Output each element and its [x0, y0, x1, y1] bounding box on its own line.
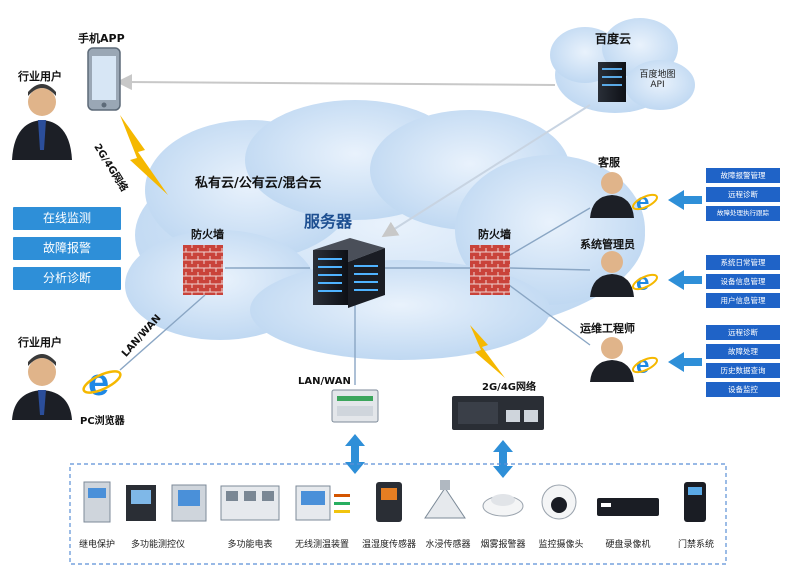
user-avatar	[590, 251, 634, 297]
baidu-server-icon	[598, 62, 626, 102]
arrow-left-icon	[668, 190, 702, 372]
browser-icon: e	[82, 362, 122, 404]
user-avatar	[12, 354, 72, 420]
role-tag[interactable]: 故障报警管理	[706, 168, 780, 183]
browser-icon: e	[632, 189, 658, 216]
feature-button-alarm[interactable]: 故障报警	[13, 237, 121, 260]
server-icon	[313, 238, 385, 308]
svg-text:e: e	[636, 269, 649, 296]
connections	[119, 207, 591, 385]
svg-text:e: e	[636, 189, 649, 216]
smoke-alarm-icon	[482, 494, 524, 517]
firewall-label: 防火墙	[191, 228, 224, 241]
wireless-gateway-icon	[452, 396, 544, 430]
cable-icon	[334, 494, 350, 513]
lan-gateway-icon	[331, 389, 379, 423]
device-caption: 水浸传感器	[425, 540, 471, 550]
role-name: 系统管理员	[580, 238, 635, 251]
camera-icon	[541, 484, 577, 520]
device-caption: 继电保护	[78, 540, 116, 550]
dvr-icon	[597, 498, 659, 516]
baidu-to-server-arrow	[381, 104, 591, 238]
device-caption: 监控摄像头	[538, 540, 584, 550]
pc-browser-label: PC浏览器	[80, 416, 125, 427]
role-name: 客服	[598, 156, 620, 169]
double-arrow-icon	[345, 434, 513, 478]
water-sensor-icon	[424, 480, 466, 519]
device-icons	[83, 480, 706, 523]
user-avatar	[590, 337, 634, 382]
baidu-to-app-arrow	[116, 74, 556, 91]
device-caption: 温湿度传感器	[361, 540, 417, 550]
device-caption: 门禁系统	[677, 540, 715, 550]
device-caption: 硬盘录像机	[605, 540, 651, 550]
role-tag[interactable]: 历史数据查询	[706, 363, 780, 378]
browser-icon: e	[632, 269, 658, 296]
device-caption: 无线测温装置	[294, 540, 350, 550]
user-avatar	[12, 84, 72, 160]
role-tag[interactable]: 用户信息管理	[706, 293, 780, 308]
server-label: 服务器	[304, 212, 353, 231]
device-caption: 多功能测控仪	[130, 540, 186, 550]
role-tag[interactable]: 远程诊断	[706, 325, 780, 340]
role-tag[interactable]: 故障处理	[706, 344, 780, 359]
feature-button-diagnosis[interactable]: 分析诊断	[13, 267, 121, 290]
cloud-title: 私有云/公有云/混合云	[195, 176, 322, 191]
firewall-label: 防火墙	[478, 228, 511, 241]
device-caption: 烟雾报警器	[480, 540, 526, 550]
role-tag[interactable]: 故障处理执行跟踪	[706, 206, 780, 221]
role-tag[interactable]: 设备信息管理	[706, 274, 780, 289]
industry-user-label: 行业用户	[18, 336, 62, 349]
industry-user-label: 行业用户	[18, 70, 62, 83]
lightning-icon	[120, 115, 168, 195]
wireless-gateway-label: 2G/4G网络	[482, 382, 536, 393]
lightning-icon	[470, 325, 505, 378]
svg-text:e: e	[88, 362, 109, 404]
baidu-map-api-label: 百度地图 API	[639, 70, 676, 90]
browser-icon: e	[632, 352, 658, 379]
feature-button-monitoring[interactable]: 在线监测	[13, 207, 121, 230]
role-tag[interactable]: 系统日常管理	[706, 255, 780, 270]
role-tag[interactable]: 设备监控	[706, 382, 780, 397]
mobile-phone-icon	[87, 47, 121, 111]
role-name: 运维工程师	[580, 322, 635, 335]
baidu-cloud-title: 百度云	[595, 32, 632, 46]
lan-gateway-label: LAN/WAN	[298, 376, 351, 387]
role-tag[interactable]: 远程诊断	[706, 187, 780, 202]
main-cloud	[125, 100, 645, 360]
user-avatar	[590, 172, 634, 218]
device-caption: 多功能电表	[227, 540, 273, 550]
firewall-icon	[470, 245, 510, 295]
svg-text:e: e	[636, 352, 649, 379]
mobile-app-title: 手机APP	[78, 32, 125, 45]
firewall-icon	[183, 245, 223, 295]
